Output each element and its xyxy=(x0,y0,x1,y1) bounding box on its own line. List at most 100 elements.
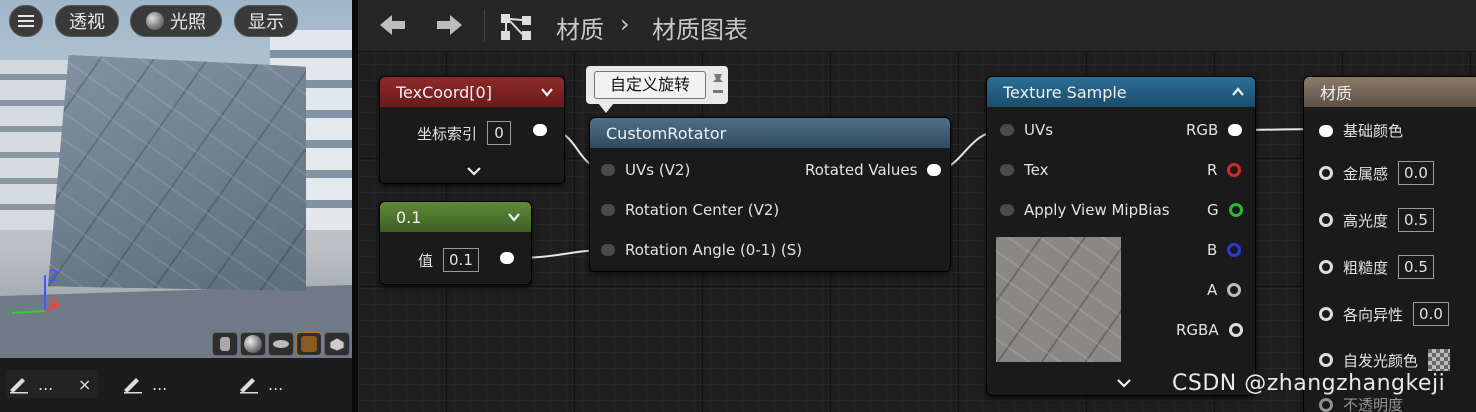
node-scalar-constant[interactable]: 0.1 xyxy=(379,201,532,285)
input-pin[interactable] xyxy=(1319,166,1333,180)
specular-field[interactable]: 0.5 xyxy=(1398,208,1434,232)
node-custom-rotator[interactable]: CustomRotator xyxy=(589,117,951,272)
input-pin[interactable] xyxy=(601,204,615,216)
input-specular-row[interactable]: 高光度 0.5 xyxy=(1319,208,1434,232)
viewport-menu-button[interactable] xyxy=(9,5,43,37)
input-pin[interactable] xyxy=(1319,124,1333,137)
tab-details-3[interactable]: ... xyxy=(238,370,283,398)
material-preview-viewport[interactable]: 透视 光照 显示 Z X xyxy=(0,0,352,358)
output-pin-b[interactable] xyxy=(1227,243,1242,257)
coordinate-index-field[interactable]: 0 xyxy=(487,121,512,145)
back-arrow-icon[interactable] xyxy=(376,10,408,40)
roughness-field[interactable]: 0.5 xyxy=(1398,255,1434,279)
node-header[interactable]: 0.1 xyxy=(380,202,531,232)
input-pin[interactable] xyxy=(601,244,615,256)
comment-text[interactable]: 自定义旋转 xyxy=(594,71,706,99)
pin-label: 各向异性 xyxy=(1343,305,1404,324)
output-pin[interactable] xyxy=(500,252,514,264)
show-label: 显示 xyxy=(248,12,284,33)
forward-arrow-icon[interactable] xyxy=(434,10,466,40)
pin-label: UVs (V2) xyxy=(625,161,691,179)
pin-label: B xyxy=(1207,241,1218,259)
input-base-color-row[interactable]: 基础颜色 xyxy=(1319,120,1403,141)
output-pin[interactable] xyxy=(1228,124,1243,136)
plane-icon[interactable] xyxy=(268,332,294,356)
comment-tail xyxy=(598,103,614,113)
chevron-down-icon[interactable] xyxy=(1116,376,1132,390)
input-emissive-row[interactable]: 自发光颜色 xyxy=(1319,349,1451,371)
input-anisotropy-row[interactable]: 各向异性 0.0 xyxy=(1319,302,1449,326)
pin-label: 坐标索引 xyxy=(417,124,478,143)
input-metallic-row[interactable]: 金属感 0.0 xyxy=(1319,161,1434,185)
show-button[interactable]: 显示 xyxy=(234,5,298,37)
input-rotation-angle-row[interactable]: Rotation Angle (0-1) (S) xyxy=(601,241,802,259)
input-pin[interactable] xyxy=(1319,353,1333,367)
tab-details-1[interactable]: ... xyxy=(6,370,98,398)
input-rotation-center-row[interactable]: Rotation Center (V2) xyxy=(601,201,779,219)
node-header[interactable]: 材质 xyxy=(1304,77,1476,107)
tab-details-2[interactable]: ... xyxy=(122,370,167,398)
output-rgba-row[interactable]: RGBA xyxy=(1176,321,1243,339)
perspective-button[interactable]: 透视 xyxy=(55,5,119,37)
output-g-row[interactable]: G xyxy=(1207,201,1243,219)
cylinder-icon[interactable] xyxy=(212,332,238,356)
breadcrumb-separator: › xyxy=(620,10,630,38)
input-pin[interactable] xyxy=(1000,204,1014,216)
output-pin-g[interactable] xyxy=(1228,203,1243,217)
anisotropy-field[interactable]: 0.0 xyxy=(1413,302,1449,326)
chevron-up-icon[interactable] xyxy=(1231,85,1245,99)
texture-preview-thumbnail[interactable] xyxy=(996,237,1121,362)
checker-swatch[interactable] xyxy=(1428,349,1451,371)
teapot-icon[interactable] xyxy=(324,332,350,356)
pin-icon[interactable] xyxy=(711,70,725,98)
output-pin[interactable] xyxy=(533,124,547,136)
output-pin[interactable] xyxy=(927,164,942,176)
input-pin[interactable] xyxy=(1000,124,1014,136)
output-rotated-values-row[interactable]: Rotated Values xyxy=(805,161,942,179)
texcoord-index-row: 坐标索引 0 xyxy=(417,121,512,145)
metallic-field[interactable]: 0.0 xyxy=(1398,161,1434,185)
input-pin[interactable] xyxy=(1319,260,1333,274)
input-pin[interactable] xyxy=(1319,397,1333,412)
node-texcoord[interactable]: TexCoord[0] xyxy=(379,76,565,184)
node-title: 材质 xyxy=(1320,84,1353,103)
input-pin[interactable] xyxy=(1000,164,1014,176)
output-pin-r[interactable] xyxy=(1227,163,1242,177)
output-r-row[interactable]: R xyxy=(1207,161,1242,179)
pin-label: 不透明度 xyxy=(1343,396,1404,412)
panel-splitter[interactable] xyxy=(352,0,358,412)
pin-label: G xyxy=(1207,201,1219,219)
input-mipbias-row[interactable]: Apply View MipBias xyxy=(1000,201,1170,219)
pin-label: 基础颜色 xyxy=(1343,122,1404,140)
input-tex-row[interactable]: Tex xyxy=(1000,161,1048,179)
breadcrumb-material-graph[interactable]: 材质图表 xyxy=(652,16,748,44)
input-opacity-row[interactable]: 不透明度 xyxy=(1319,394,1403,412)
scalar-value-field[interactable]: 0.1 xyxy=(443,248,479,272)
input-pin[interactable] xyxy=(601,164,615,176)
sphere-icon[interactable] xyxy=(240,332,266,356)
input-uvs-row[interactable]: UVs (V2) xyxy=(601,161,690,179)
chevron-down-icon[interactable] xyxy=(540,85,554,99)
pin-label: R xyxy=(1207,161,1218,179)
output-a-row[interactable]: A xyxy=(1207,281,1242,299)
chevron-down-icon[interactable] xyxy=(507,210,521,224)
input-pin[interactable] xyxy=(1319,213,1333,227)
input-uvs-row[interactable]: UVs xyxy=(1000,121,1053,139)
lighting-button[interactable]: 光照 xyxy=(130,5,222,37)
node-header[interactable]: CustomRotator xyxy=(590,118,950,148)
input-pin[interactable] xyxy=(1319,307,1333,321)
node-header[interactable]: Texture Sample xyxy=(987,77,1255,107)
output-b-row[interactable]: B xyxy=(1207,241,1242,259)
pin-label: 高光度 xyxy=(1343,211,1389,230)
output-pin-rgba[interactable] xyxy=(1228,323,1243,337)
output-rgb-row[interactable]: RGB xyxy=(1186,121,1243,139)
chevron-down-icon[interactable] xyxy=(466,164,482,178)
breadcrumb-material[interactable]: 材质 xyxy=(556,16,604,44)
cube-icon[interactable] xyxy=(296,332,322,356)
axis-gizmo: Z X xyxy=(11,268,61,314)
output-pin-a[interactable] xyxy=(1227,283,1242,297)
pin-label: Apply View MipBias xyxy=(1024,201,1170,219)
tab-close-icon[interactable]: × xyxy=(78,375,92,394)
input-roughness-row[interactable]: 粗糙度 0.5 xyxy=(1319,255,1434,279)
node-header[interactable]: TexCoord[0] xyxy=(380,77,564,107)
